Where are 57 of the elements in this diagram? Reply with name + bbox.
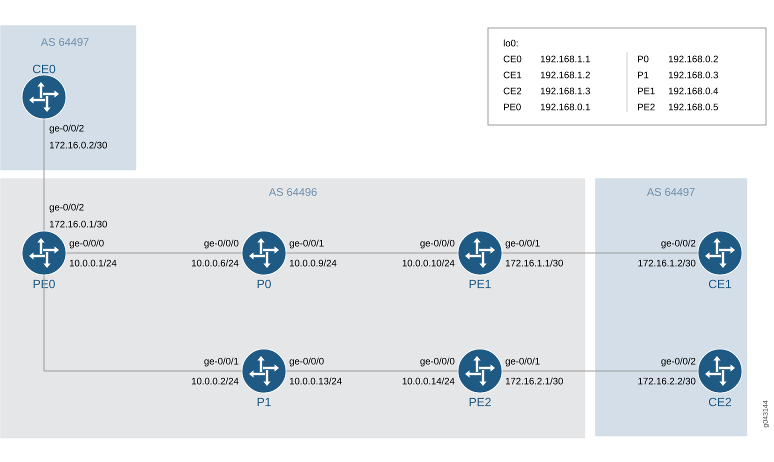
interface-label: ge-0/0/1: [204, 358, 238, 366]
interface-label: 10.0.0.2/24: [192, 378, 239, 384]
interface-label: 10.0.0.14/24: [402, 378, 455, 384]
table-cell: 192.168.0.5: [668, 104, 718, 110]
interface-label: 172.16.1.1/30: [506, 260, 563, 266]
interface-label: ge-0/0/0: [290, 358, 324, 366]
router-name: CE0: [32, 64, 56, 74]
interface-label: 10.0.0.6/24: [192, 260, 239, 266]
interface-label: ge-0/0/0: [70, 240, 104, 248]
router-name: P0: [258, 280, 271, 288]
interface-label: 172.16.2.2/30: [638, 378, 696, 384]
router-name: PE1: [470, 280, 491, 288]
table-cell: CE1: [504, 72, 522, 78]
router-name: P1: [258, 398, 271, 406]
interface-label: 172.16.2.1/30: [506, 378, 563, 384]
link-line: [44, 274, 242, 372]
table-cell: PE2: [638, 104, 655, 110]
router-name: CE1: [708, 280, 732, 288]
table-cell: 192.168.1.3: [540, 88, 590, 94]
interface-label: ge-0/0/0: [420, 358, 454, 366]
interface-label: 172.16.0.1/30: [50, 220, 107, 228]
table-cell: CE2: [504, 88, 522, 94]
interface-label: ge-0/0/1: [290, 240, 324, 248]
interface-label: 10.0.0.1/24: [70, 260, 116, 266]
interface-label: ge-0/0/2: [661, 240, 696, 248]
interface-label: ge-0/0/2: [50, 124, 84, 134]
link-line: [286, 252, 458, 254]
interface-label: ge-0/0/2: [661, 358, 696, 366]
table-heading: lo0:: [504, 40, 518, 46]
table-cell: 192.168.0.2: [668, 56, 718, 62]
table-cell: 192.168.0.1: [540, 104, 590, 110]
table-cell: PE0: [504, 104, 521, 110]
interface-label: 172.16.1.2/30: [638, 260, 696, 266]
table-cell: P1: [638, 72, 648, 78]
interface-label: ge-0/0/2: [50, 204, 84, 212]
interface-label: ge-0/0/0: [420, 240, 454, 248]
router-name: PE2: [470, 398, 491, 406]
router-name: CE2: [708, 398, 732, 406]
interface-label: 172.16.0.2/30: [50, 142, 107, 148]
table-cell: 192.168.0.3: [668, 72, 718, 78]
interface-label: ge-0/0/0: [204, 240, 238, 248]
interface-label: ge-0/0/1: [506, 358, 540, 366]
interface-label: ge-0/0/1: [506, 240, 540, 248]
table-cell: 192.168.1.2: [540, 72, 590, 78]
table-cell: 192.168.1.1: [540, 56, 590, 62]
link-line: [502, 370, 698, 372]
table-cell: 192.168.0.4: [668, 88, 718, 94]
table-cell: P0: [638, 56, 648, 62]
table-cell: CE0: [504, 56, 522, 62]
table-cell: PE1: [638, 88, 655, 94]
router-name: PE0: [34, 280, 55, 288]
link-line: [502, 252, 698, 254]
interface-label: 10.0.0.13/24: [290, 378, 342, 384]
link-line: [66, 252, 242, 254]
interface-label: 10.0.0.9/24: [290, 260, 336, 266]
link-line: [286, 370, 458, 372]
interface-label: 10.0.0.10/24: [402, 260, 455, 266]
